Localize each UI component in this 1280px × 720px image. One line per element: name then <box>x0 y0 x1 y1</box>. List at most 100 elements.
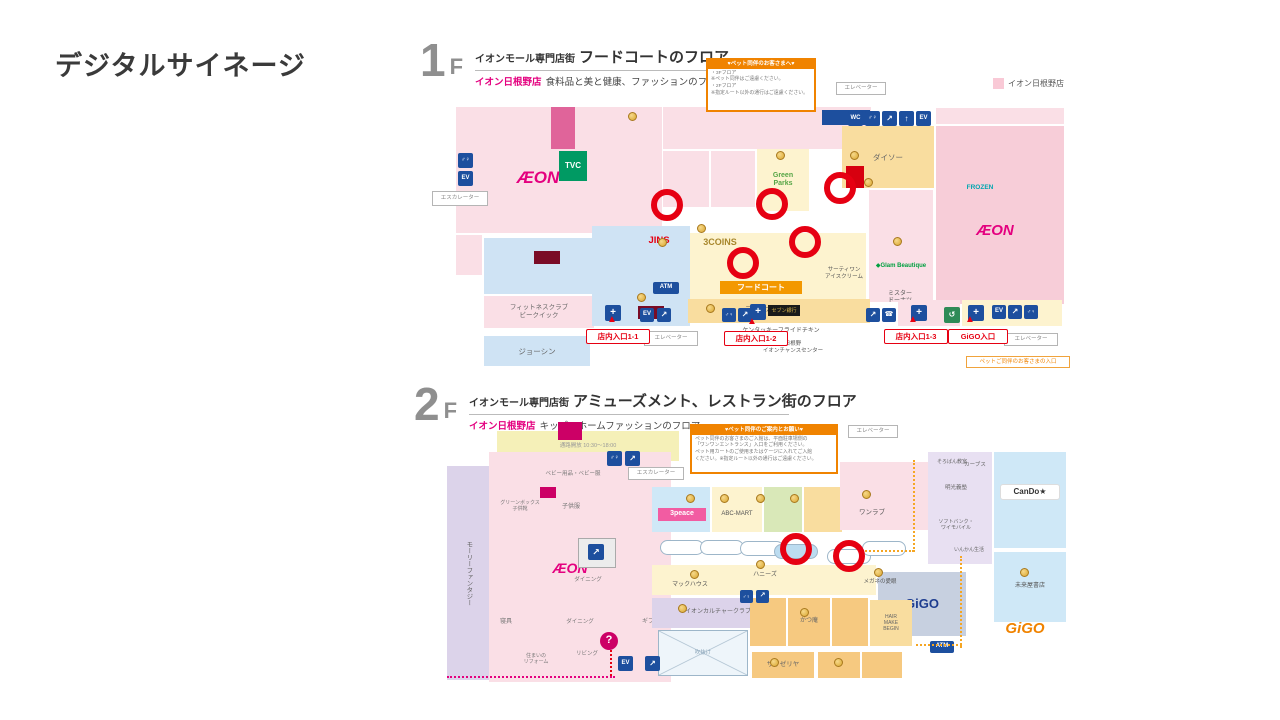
signage-circle-1f-3 <box>824 172 856 204</box>
gacha-coin-icon <box>1020 568 1029 577</box>
escalator-icon: ↗ <box>756 590 769 603</box>
accent-block <box>558 422 582 440</box>
restaurant-block <box>750 598 786 646</box>
accent-block <box>551 107 575 149</box>
gigo-entrance-logo: GiGO <box>1005 620 1045 637</box>
cando-area <box>994 452 1066 548</box>
restaurant-block <box>862 652 902 678</box>
escalator-icon: ↗ <box>657 308 671 322</box>
entrance-icon: + <box>911 305 927 321</box>
greenbox-label: グリーンボックス 子供靴 <box>500 500 540 512</box>
katsuan-block: かつ庵 <box>788 598 830 646</box>
mall-label: イオンモール専門店街 <box>469 398 570 409</box>
restroom-icon: ♂♀ <box>722 308 736 322</box>
pet-notice-1f: ♥ペット同伴のお客さまへ♥・3Fフロア ※ペット同伴はご遠慮ください。 ・2Fフ… <box>706 58 816 112</box>
meiko-label: 明光義塾 <box>944 484 967 491</box>
gacha-coin-icon <box>637 293 646 302</box>
school-area <box>928 452 992 564</box>
softbank-label: ソフトバンク・ ワイモバイル <box>938 519 974 531</box>
aeon-logo-west: ÆON <box>516 167 560 187</box>
gacha-coin-icon <box>678 604 687 613</box>
small-block <box>456 235 482 275</box>
signage-circle-1f-2 <box>756 188 788 220</box>
reform-label: 住まいの リフォーム <box>523 653 549 665</box>
escalator-icon: ↗ <box>625 451 640 466</box>
escalator-icon: ↗ <box>738 308 752 322</box>
notice-header: ♥ペット同伴のお客さまへ♥ <box>708 60 814 69</box>
pet-route <box>916 644 962 646</box>
escalator-icon: ↗ <box>1008 305 1022 319</box>
threepeace-logo: 3peace <box>658 508 706 521</box>
center-east-block <box>869 190 933 302</box>
legend-swatch <box>993 78 1004 89</box>
legend-aeon-hineno: イオン日根野店 <box>993 78 1064 89</box>
dining-label: ダイニング <box>566 618 594 625</box>
gacha-coin-icon <box>874 568 883 577</box>
aeon-market-area <box>936 126 1064 304</box>
elevator-label: エレベーター <box>1004 333 1058 346</box>
elevator-icon: EV <box>992 305 1006 319</box>
north-east-band <box>936 108 1064 124</box>
gacha-coin-icon <box>658 238 667 247</box>
gacha-coin-icon <box>686 494 695 503</box>
entrance-label-1-3: 店内入口1-3 <box>884 329 948 344</box>
pink-route <box>447 676 615 678</box>
entrance-arrow: ▲ <box>965 314 975 325</box>
aeon-logo-east: ÆON <box>976 222 1014 239</box>
legend-label: イオン日根野店 <box>1008 79 1064 88</box>
mall-floor-title: アミューズメント、レストラン街のフロア <box>573 393 857 410</box>
gift-label: ギフト <box>641 618 660 625</box>
gacha-coin-icon <box>706 304 715 313</box>
kfc-label: ケンタッキーフライドチキン <box>722 327 840 336</box>
cando-logo: CanDo★ <box>1000 484 1060 500</box>
seven-bank-atm: セブン銀行 <box>768 305 800 316</box>
entrance-arrow: ▲ <box>747 316 757 327</box>
recycle-icon: ↺ <box>944 307 960 323</box>
pink-route <box>610 650 612 676</box>
escalator-hub <box>578 538 616 568</box>
gacha-coin-icon <box>790 494 799 503</box>
signage-circle-2f-1 <box>780 533 812 565</box>
miraiya-area <box>994 552 1066 622</box>
page-title: デジタルサイネージ <box>55 51 306 81</box>
notice-header: ♥ペット同伴のご案内とお願い♥ <box>692 426 836 435</box>
gacha-coin-icon <box>690 570 699 579</box>
muji-logo <box>534 251 560 264</box>
entrance-label-1-2: 店内入口1-2 <box>724 331 788 346</box>
entrance-arrow: ▲ <box>908 314 918 325</box>
elevator-icon: EV <box>916 111 931 126</box>
escalator-label: エスカレーター <box>432 191 488 206</box>
glam-beautique-label: ◆Glam Beautique <box>875 263 927 270</box>
atrium-void: 吹抜け <box>658 630 748 676</box>
molly-fantasy-strip: モーリーファンタジー <box>447 466 489 680</box>
question-icon: ? <box>600 632 618 650</box>
pet-route <box>862 550 914 552</box>
mall-floor-title: フードコートのフロア <box>579 49 730 66</box>
entrance-arrow: ▲ <box>607 314 617 325</box>
gacha-coin-icon <box>864 178 873 187</box>
store-label: イオン日根野店 <box>469 421 536 432</box>
stairs-icon: ↑ <box>899 111 914 126</box>
atm-icon: ATM <box>930 641 954 653</box>
divider <box>475 70 796 71</box>
gacha-coin-icon <box>893 237 902 246</box>
floor-number: 1 <box>420 34 446 86</box>
atrium-pill <box>660 540 704 555</box>
restroom-icon: ♂♀ <box>865 111 880 126</box>
divider <box>469 414 790 415</box>
floor-titles: イオンモール専門店街アミューズメント、レストラン街のフロア イオン日根野店キッズ… <box>469 390 857 432</box>
elevator-label: エレベーター <box>644 331 698 346</box>
mac-house-label: マックハウス <box>672 581 708 588</box>
floor-suffix: F <box>449 54 464 79</box>
abc-mart-label: ABC-MART <box>721 510 753 517</box>
gacha-coin-icon <box>862 490 871 499</box>
soroban-label: そろばん教室 <box>936 459 967 465</box>
restroom-icon: ♂♀ <box>740 590 753 603</box>
restroom-icon: ♂♀ <box>1024 305 1038 319</box>
megane-aigan-label: メガネの愛眼 <box>863 579 897 586</box>
floor-suffix: F <box>443 398 458 423</box>
pet-notice-2f: ♥ペット同伴のご案内とお願い♥ペット同伴のお客さまのご入館は、平面駐車場側の 「… <box>690 424 838 474</box>
escalator-icon: ↗ <box>866 308 880 322</box>
